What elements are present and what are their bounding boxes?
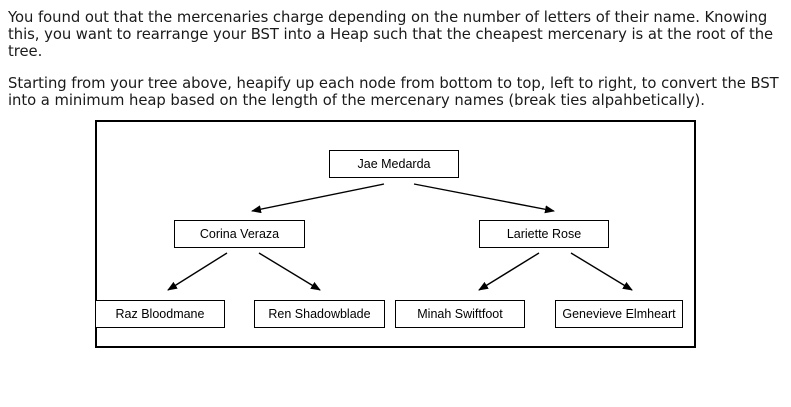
tree-node-leaf-4: Genevieve Elmheart bbox=[555, 300, 683, 328]
edge-right-to-left-grandchild bbox=[478, 252, 540, 291]
edge-left-to-left-grandchild bbox=[167, 252, 228, 291]
tree-node-right-child: Lariette Rose bbox=[479, 220, 609, 248]
tree-node-leaf-3: Minah Swiftfoot bbox=[395, 300, 525, 328]
edge-left-to-right-grandchild bbox=[258, 252, 321, 291]
edge-root-to-right-child bbox=[413, 183, 555, 214]
instruction-paragraph-1: You found out that the mercenaries charg… bbox=[8, 9, 774, 60]
edge-root-to-left-child bbox=[251, 183, 385, 214]
tree-node-leaf-2: Ren Shadowblade bbox=[254, 300, 385, 328]
tree-node-leaf-1: Raz Bloodmane bbox=[95, 300, 225, 328]
instruction-paragraph-2: Starting from your tree above, heapify u… bbox=[8, 75, 779, 109]
tree-node-left-child: Corina Veraza bbox=[174, 220, 305, 248]
edge-right-to-right-grandchild bbox=[570, 252, 633, 291]
tree-node-root: Jae Medarda bbox=[329, 150, 459, 178]
